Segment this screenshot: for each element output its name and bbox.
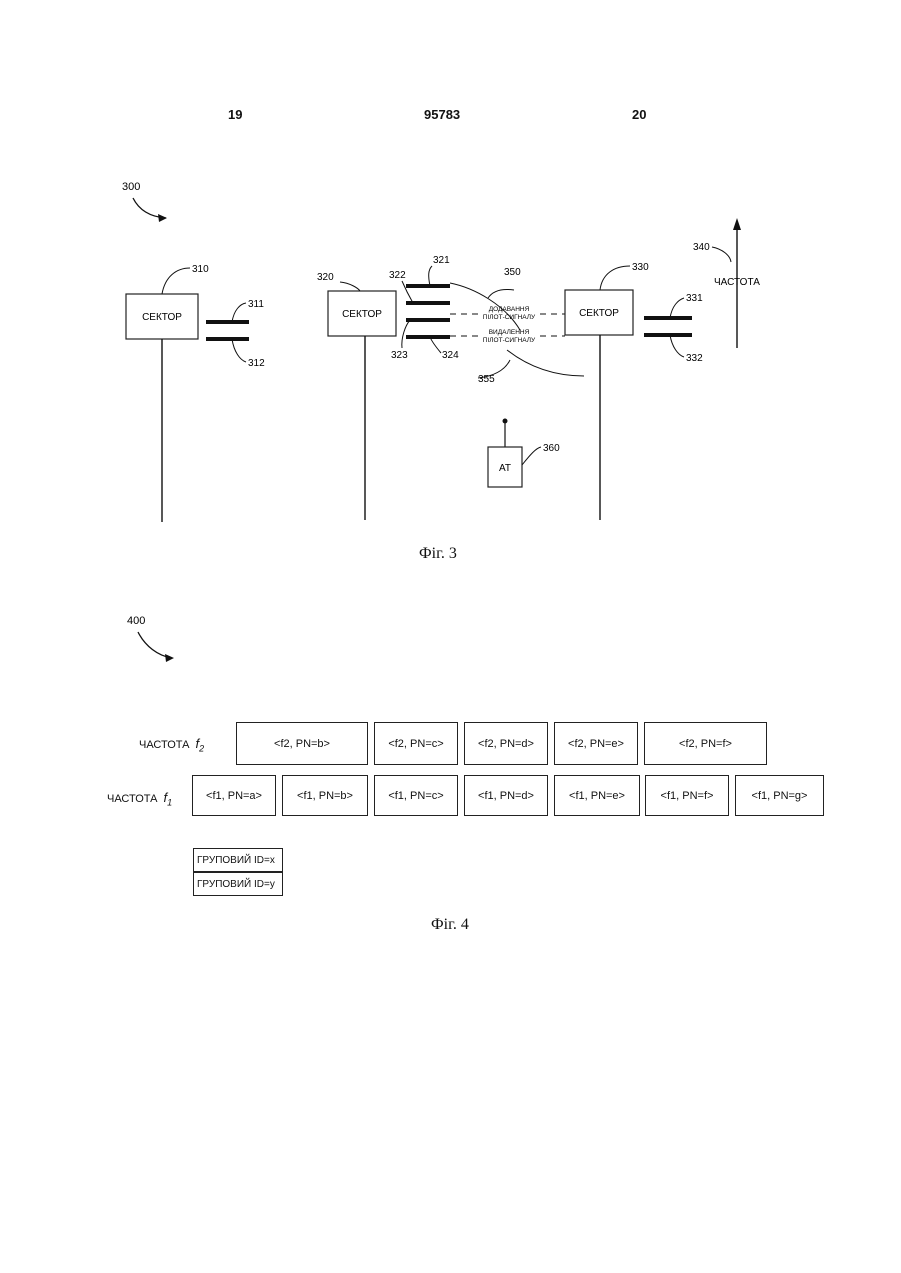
ref-360-leader — [522, 447, 541, 465]
ref-310: 310 — [192, 264, 209, 275]
row-f1-label-text: ЧАСТОТА — [107, 793, 157, 805]
ref-330: 330 — [632, 262, 649, 273]
ref-331-leader — [670, 298, 684, 318]
f2-cell-3: <f2, PN=d> — [464, 722, 548, 765]
ref-330-leader — [600, 266, 630, 290]
ref-400: 400 — [127, 615, 145, 627]
add-pilot-label-2: ПІЛОТ-СИГНАЛУ — [483, 314, 536, 321]
frequency-axis-arrowhead — [733, 218, 741, 230]
f1-cell-5: <f1, PN=e> — [554, 775, 640, 816]
ref-300: 300 — [122, 181, 140, 193]
f1-cell-4: <f1, PN=d> — [464, 775, 548, 816]
ref-312-leader — [232, 339, 246, 362]
ref-311-leader — [232, 303, 246, 322]
group-id-y: ГРУПОВИЙ ID=y — [193, 872, 283, 896]
f1-cell-6: <f1, PN=f> — [645, 775, 729, 816]
group-id-x: ГРУПОВИЙ ID=x — [193, 848, 283, 872]
ref-323: 323 — [391, 350, 408, 361]
row-f2-label-text: ЧАСТОТА — [139, 739, 189, 751]
row-f1-label: ЧАСТОТА f1 — [107, 790, 172, 808]
ref-400-arrowhead — [165, 654, 174, 662]
ref-350-leader — [488, 289, 514, 298]
ref-323-leader — [402, 320, 410, 348]
figure-3-caption: Фіг. 3 — [419, 545, 457, 563]
row-f1-symbol: f1 — [163, 790, 172, 808]
figure-4-ref-arrow: 400 — [0, 600, 901, 680]
ref-340-leader — [712, 247, 731, 262]
row-f2-label: ЧАСТОТА f2 — [139, 736, 204, 754]
ref-400-arrow — [138, 632, 172, 658]
sector-310-label: СЕКТОР — [142, 312, 182, 323]
row-f2-symbol: f2 — [195, 736, 204, 754]
figure-3-diagram: 300 СЕКТОР 310 311 312 СЕКТОР 320 321 32… — [0, 0, 901, 600]
sector-330-label: СЕКТОР — [579, 308, 619, 319]
ref-320-leader — [340, 282, 360, 291]
ref-322: 322 — [389, 270, 406, 281]
figure-4-caption: Фіг. 4 — [431, 916, 469, 934]
ref-321-leader — [429, 266, 432, 286]
ref-321: 321 — [433, 255, 450, 266]
ref-312: 312 — [248, 358, 265, 369]
ref-310-leader — [162, 268, 190, 294]
f1-cell-7: <f1, PN=g> — [735, 775, 824, 816]
f1-cell-2: <f1, PN=b> — [282, 775, 368, 816]
f1-cell-1: <f1, PN=a> — [192, 775, 276, 816]
ref-360: 360 — [543, 443, 560, 454]
ref-332-leader — [670, 335, 684, 357]
ref-320: 320 — [317, 272, 334, 283]
ref-324: 324 — [442, 350, 459, 361]
f2-cell-1: <f2, PN=b> — [236, 722, 368, 765]
ref-340: 340 — [693, 242, 710, 253]
ref-311: 311 — [248, 299, 264, 310]
ref-331: 331 — [686, 293, 703, 304]
f2-cell-5: <f2, PN=f> — [644, 722, 767, 765]
sector-320-label: СЕКТОР — [342, 309, 382, 320]
add-pilot-label-1: ДОДАВАННЯ — [489, 306, 530, 313]
curve-355 — [507, 350, 584, 376]
frequency-label: ЧАСТОТА — [714, 277, 760, 288]
f2-cell-2: <f2, PN=c> — [374, 722, 458, 765]
ref-350: 350 — [504, 267, 521, 278]
f1-cell-3: <f1, PN=c> — [374, 775, 458, 816]
at-label: AT — [499, 463, 511, 474]
ref-332: 332 — [686, 353, 703, 364]
f2-cell-4: <f2, PN=e> — [554, 722, 638, 765]
ref-324-leader — [430, 337, 441, 353]
remove-pilot-label-1: ВИДАЛЕННЯ — [489, 329, 530, 336]
ref-355: 355 — [478, 374, 495, 385]
ref-300-arrowhead — [158, 214, 167, 222]
ref-300-arrow — [133, 198, 166, 218]
remove-pilot-label-2: ПІЛОТ-СИГНАЛУ — [483, 337, 536, 344]
